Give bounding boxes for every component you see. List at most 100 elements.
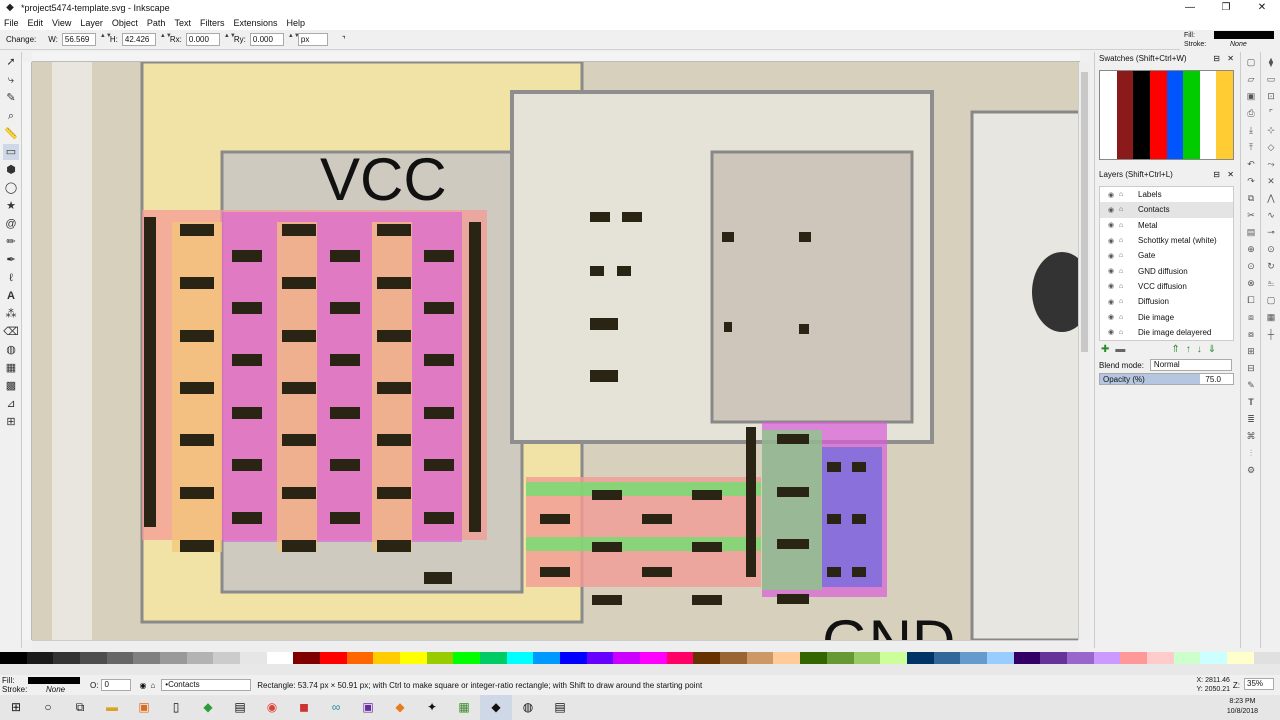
palette-swatch[interactable] bbox=[586, 652, 614, 664]
lock-icon[interactable]: ⌂ bbox=[1118, 282, 1124, 290]
color-palette[interactable] bbox=[0, 652, 1280, 664]
snap-bbox-icon[interactable]: ▭ bbox=[1266, 74, 1276, 84]
horizontal-scrollbar[interactable] bbox=[32, 640, 1078, 652]
export-icon[interactable]: ⤒ bbox=[1249, 142, 1253, 152]
add-layer-icon[interactable]: ✚ bbox=[1101, 343, 1110, 355]
palette-swatch[interactable] bbox=[53, 652, 81, 664]
eye-icon[interactable]: ◉ bbox=[1107, 206, 1115, 214]
lower-bottom-icon[interactable]: ⇓ bbox=[1207, 343, 1217, 355]
palette-swatch[interactable] bbox=[160, 652, 187, 664]
layer-schottky[interactable]: ◉⌂Schottky metal (white) bbox=[1107, 236, 1217, 246]
palette-swatch[interactable] bbox=[346, 652, 374, 664]
opacity-slider[interactable]: Opacity (%) 75.0 bbox=[1099, 373, 1234, 385]
swatch[interactable] bbox=[1116, 71, 1134, 159]
height-spinner[interactable]: ▲▼ bbox=[159, 33, 172, 39]
swatch[interactable] bbox=[1199, 71, 1217, 159]
layer-labels[interactable]: ◉⌂Labels bbox=[1107, 190, 1162, 200]
copy-icon[interactable]: ⧉ bbox=[1247, 193, 1255, 203]
palette-swatch[interactable] bbox=[960, 652, 987, 664]
palette-swatch[interactable] bbox=[426, 652, 454, 664]
ry-field[interactable]: 0.000 bbox=[249, 33, 284, 46]
palette-swatch[interactable] bbox=[880, 652, 907, 664]
palette-swatch[interactable] bbox=[80, 652, 107, 664]
snap-paths-icon[interactable]: ⤳ bbox=[1267, 159, 1275, 169]
task-view-icon[interactable]: ⧉ bbox=[75, 700, 85, 714]
snap-page-icon[interactable]: ▢ bbox=[1266, 295, 1276, 305]
palette-swatch[interactable] bbox=[453, 652, 481, 664]
palette-swatch[interactable] bbox=[1040, 652, 1067, 664]
zoom-drawing-icon[interactable]: ⊙ bbox=[1247, 261, 1255, 271]
mesh-tool-icon[interactable]: ▩ bbox=[5, 380, 17, 392]
rx-field[interactable]: 0.000 bbox=[185, 33, 220, 46]
maximize-button[interactable]: ❐ bbox=[1221, 2, 1231, 13]
palette-swatch[interactable] bbox=[666, 652, 694, 664]
palette-swatch[interactable] bbox=[320, 652, 347, 664]
import-icon[interactable]: ⤓ bbox=[1249, 125, 1253, 135]
app-circle-icon[interactable]: ◍ bbox=[522, 700, 534, 714]
eye-icon[interactable]: ◉ bbox=[1107, 283, 1115, 291]
menu-path[interactable]: Path bbox=[146, 18, 166, 28]
palette-swatch[interactable] bbox=[106, 652, 134, 664]
tweak-tool-icon[interactable]: ✎ bbox=[6, 92, 16, 104]
eye-icon[interactable]: ◉ bbox=[1107, 298, 1115, 306]
eye-icon[interactable]: ◉ bbox=[1107, 314, 1115, 322]
menu-edit[interactable]: Edit bbox=[27, 18, 44, 28]
raise-top-icon[interactable]: ⇑ bbox=[1171, 343, 1180, 355]
redo-icon[interactable]: ↷ bbox=[1247, 176, 1255, 186]
search-icon[interactable]: ○ bbox=[44, 700, 52, 714]
lock-icon[interactable]: ⌂ bbox=[1118, 267, 1124, 275]
cut-icon[interactable]: ✂ bbox=[1247, 210, 1255, 220]
app-f-icon[interactable]: ▣ bbox=[138, 700, 150, 714]
windows-start-icon[interactable]: ⊞ bbox=[10, 700, 22, 714]
menu-filters[interactable]: Filters bbox=[199, 18, 225, 28]
star-tool-icon[interactable]: ★ bbox=[6, 200, 16, 212]
palette-swatch[interactable] bbox=[933, 652, 961, 664]
zoom-field[interactable]: 35% bbox=[1244, 678, 1274, 690]
snap-midpoints-icon[interactable]: ⊹ bbox=[1267, 125, 1275, 135]
palette-swatch[interactable] bbox=[1226, 652, 1254, 664]
snap-centers-icon[interactable]: ⊙ bbox=[1267, 244, 1275, 254]
height-field[interactable]: 42.426 bbox=[121, 33, 156, 46]
print-icon[interactable]: ⎙ bbox=[1247, 108, 1255, 118]
app-doc-icon[interactable]: ▤ bbox=[234, 700, 246, 714]
app-grid-icon[interactable]: ▦ bbox=[458, 700, 470, 714]
palette-swatch[interactable] bbox=[1066, 652, 1094, 664]
lock-icon[interactable]: ⌂ bbox=[1118, 252, 1124, 260]
palette-swatch[interactable] bbox=[133, 652, 161, 664]
palette-scroll[interactable] bbox=[0, 664, 1280, 675]
swatch[interactable] bbox=[1166, 71, 1184, 159]
premiere-icon[interactable]: ▣ bbox=[362, 700, 374, 714]
palette-swatch[interactable] bbox=[266, 652, 294, 664]
blend-mode-select[interactable]: Normal bbox=[1149, 359, 1232, 371]
text-dialog-icon[interactable]: T bbox=[1248, 397, 1254, 407]
ungroup-icon[interactable]: ⊟ bbox=[1247, 363, 1255, 373]
vertical-scrollbar[interactable] bbox=[1078, 62, 1090, 640]
close-button[interactable]: ✕ bbox=[1257, 2, 1267, 13]
gradient-tool-icon[interactable]: ▦ bbox=[5, 362, 17, 374]
measure-tool-icon[interactable]: 📏 bbox=[4, 128, 18, 140]
system-clock[interactable]: 8:23 PM 10/8/2018 bbox=[1227, 695, 1258, 720]
palette-swatch[interactable] bbox=[746, 652, 774, 664]
eye-icon[interactable]: ◉ bbox=[1107, 222, 1115, 230]
app-files-icon[interactable]: ▯ bbox=[172, 700, 180, 714]
snap-nodes-icon[interactable]: ◇ bbox=[1267, 142, 1275, 152]
ry-spinner[interactable]: ▲▼ bbox=[287, 33, 300, 39]
palette-swatch[interactable] bbox=[186, 652, 214, 664]
minimize-button[interactable]: — bbox=[1185, 2, 1195, 13]
remove-layer-icon[interactable]: ▬ bbox=[1115, 343, 1126, 355]
app-last-icon[interactable]: ▤ bbox=[554, 700, 566, 714]
snap-smooth-icon[interactable]: ∿ bbox=[1267, 210, 1275, 220]
rx-spinner[interactable]: ▲▼ bbox=[223, 33, 236, 39]
palette-swatch[interactable] bbox=[293, 652, 321, 664]
palette-swatch[interactable] bbox=[533, 652, 561, 664]
hide-icon[interactable]: ◉ bbox=[139, 680, 147, 690]
layer-contacts[interactable]: ◉⌂Contacts bbox=[1100, 202, 1233, 218]
preferences-icon[interactable]: ⚙ bbox=[1246, 465, 1256, 475]
swatch[interactable] bbox=[1183, 71, 1200, 159]
palette-swatch[interactable] bbox=[1200, 652, 1227, 664]
swatch[interactable] bbox=[1216, 71, 1233, 159]
layer-die-image[interactable]: ◉⌂Die image bbox=[1107, 312, 1175, 322]
width-spinner[interactable]: ▲▼ bbox=[99, 33, 112, 39]
calligraphy-tool-icon[interactable]: ℓ bbox=[9, 272, 13, 284]
fill-stroke-dialog-icon[interactable]: ✎ bbox=[1247, 380, 1255, 390]
